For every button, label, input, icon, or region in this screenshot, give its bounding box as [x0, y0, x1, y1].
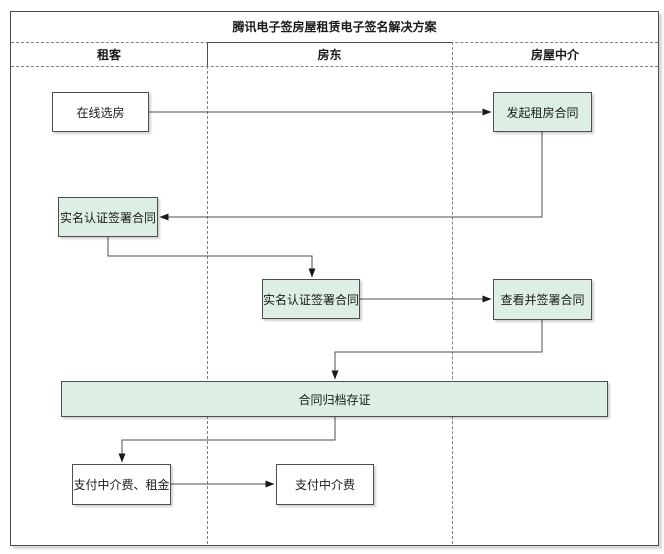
edge-tenant-sign-to-landlord-sign: [107, 237, 316, 278]
node-landlord-sign: 实名认证签署合同: [262, 279, 360, 319]
lane-divider-1: [207, 66, 208, 544]
landlord-lane-top-border: [207, 42, 452, 43]
edge-initiate-to-tenant-sign: [159, 132, 543, 221]
header-bottom-line: [11, 66, 658, 67]
lane-header-landlord: 房东: [207, 42, 452, 66]
lane-header-agency: 房屋中介: [452, 42, 658, 66]
lane-label-text: 房东: [317, 47, 342, 62]
node-initiate-contract: 发起租房合同: [493, 92, 592, 132]
edge-archive-to-tenant-pay: [118, 417, 336, 463]
node-archive: 合同归档存证: [61, 381, 608, 417]
lane-divider-1-header: [207, 42, 208, 66]
lane-header-tenant: 租客: [11, 42, 207, 66]
node-agency-sign: 查看并签署合同: [493, 279, 592, 320]
node-agency-fee-pay: 支付中介费: [276, 464, 374, 505]
node-tenant-pay: 支付中介费、租金: [72, 464, 171, 505]
node-tenant-sign: 实名认证签署合同: [58, 197, 158, 237]
lane-divider-2: [452, 42, 453, 544]
edge-agency-sign-to-archive: [331, 320, 543, 380]
node-select-room: 在线选房: [52, 92, 149, 132]
lane-label-text: 房屋中介: [530, 47, 579, 62]
pool-title: 腾讯电子签房屋租赁电子签名解决方案: [232, 20, 437, 34]
lane-label-text: 租客: [96, 47, 121, 62]
